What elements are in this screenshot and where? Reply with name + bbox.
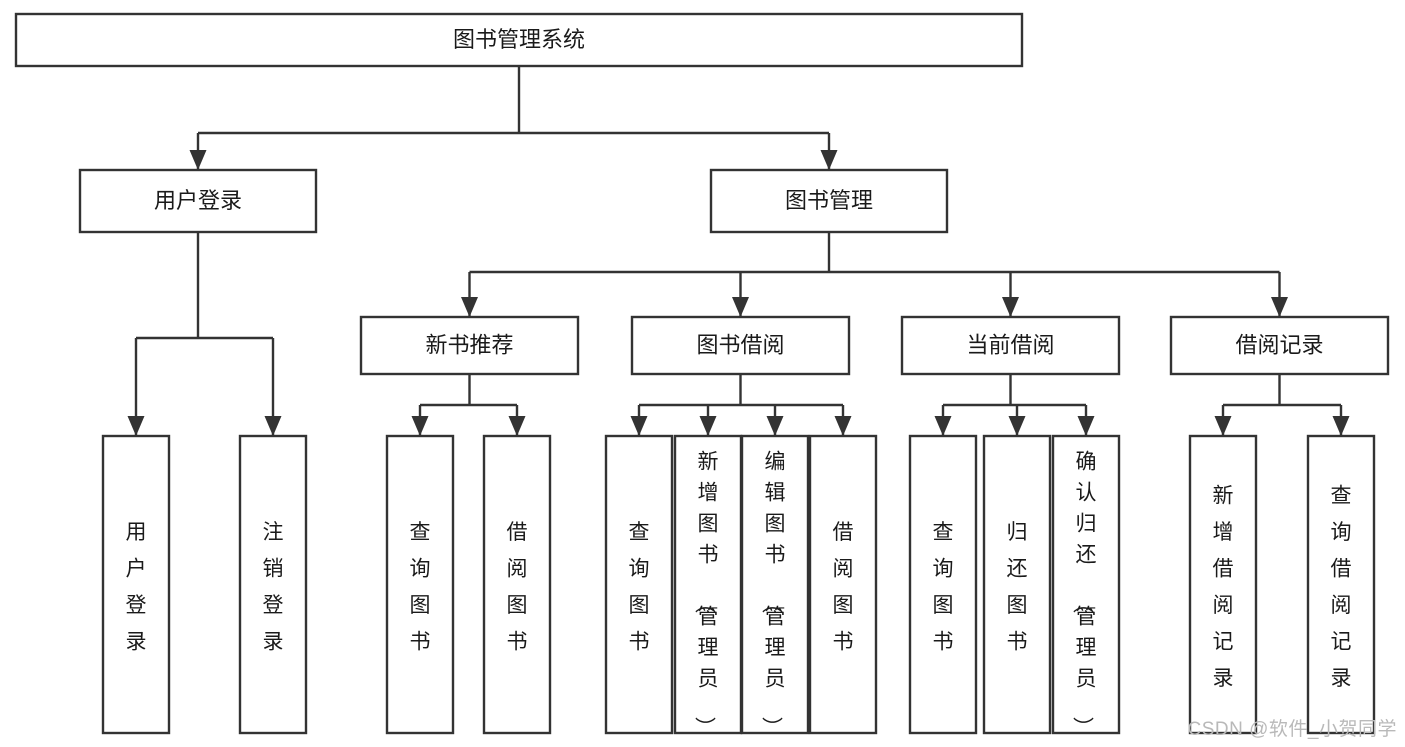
- node-leaf-edit-book[interactable]: 编辑图书（管理员）: [740, 434, 810, 738]
- node-box-leaf-return-book: [982, 434, 1052, 735]
- node-label-new-book-recommend: 新书推荐: [425, 332, 513, 357]
- node-box-borrow-records: [1169, 315, 1390, 376]
- node-box-current-borrow: [900, 315, 1121, 376]
- node-label-leaf-user-login: 用户登录: [126, 521, 147, 654]
- node-box-leaf-borrow-book: [808, 434, 878, 735]
- node-user-login[interactable]: 用户登录: [78, 168, 318, 234]
- arrow-head-icon: [630, 416, 648, 436]
- node-leaf-confirm-return[interactable]: 确认归还（管理员）: [1051, 434, 1121, 738]
- node-box-leaf-user-logout: [238, 434, 308, 735]
- arrow-head-icon: [411, 416, 429, 436]
- arrow-head-icon: [934, 416, 952, 436]
- node-label-leaf-edit-book: 编辑图书（管理员）: [760, 451, 786, 738]
- node-label-leaf-confirm-return: 确认归还（管理员）: [1071, 451, 1097, 738]
- node-label-leaf-borrow-book: 借阅图书: [833, 521, 854, 654]
- node-leaf-query-book-cur[interactable]: 查询图书: [908, 434, 978, 735]
- arrow-head-icon: [189, 150, 207, 170]
- node-box-user-login: [78, 168, 318, 234]
- node-leaf-borrow-book[interactable]: 借阅图书: [808, 434, 878, 735]
- node-box-leaf-add-record: [1188, 434, 1258, 735]
- node-borrow-records[interactable]: 借阅记录: [1169, 315, 1390, 376]
- node-label-leaf-add-record: 新增借阅记录: [1213, 485, 1234, 691]
- node-box-root: [14, 12, 1024, 68]
- node-label-book-management: 图书管理: [785, 188, 873, 213]
- arrow-head-icon: [820, 150, 838, 170]
- node-leaf-return-book[interactable]: 归还图书: [982, 434, 1052, 735]
- node-label-borrow-records: 借阅记录: [1235, 332, 1323, 357]
- node-leaf-query-book-borrow[interactable]: 查询图书: [604, 434, 674, 735]
- node-label-current-borrow: 当前借阅: [966, 332, 1054, 357]
- arrow-head-icon: [1214, 416, 1232, 436]
- node-label-leaf-add-book: 新增图书（管理员）: [693, 451, 719, 738]
- node-new-book-recommend[interactable]: 新书推荐: [359, 315, 580, 376]
- node-leaf-add-book[interactable]: 新增图书（管理员）: [673, 434, 743, 738]
- node-box-new-book-recommend: [359, 315, 580, 376]
- node-box-leaf-add-book: [673, 434, 743, 735]
- arrow-head-icon: [732, 297, 749, 317]
- node-leaf-borrow-book-rec[interactable]: 借阅图书: [482, 434, 552, 735]
- arrow-head-icon: [766, 416, 784, 436]
- node-current-borrow[interactable]: 当前借阅: [900, 315, 1121, 376]
- arrow-head-icon: [127, 416, 145, 436]
- connectors-layer: [127, 66, 1350, 436]
- node-box-leaf-query-book-rec: [385, 434, 455, 735]
- node-box-leaf-query-record: [1306, 434, 1376, 735]
- arrow-head-icon: [834, 416, 852, 436]
- node-label-leaf-borrow-book-rec: 借阅图书: [507, 521, 528, 654]
- node-box-leaf-confirm-return: [1051, 434, 1121, 735]
- node-leaf-add-record[interactable]: 新增借阅记录: [1188, 434, 1258, 735]
- node-box-leaf-query-book-cur: [908, 434, 978, 735]
- node-label-leaf-query-book-borrow: 查询图书: [629, 521, 650, 654]
- node-box-leaf-user-login: [101, 434, 171, 735]
- node-box-book-borrow: [630, 315, 851, 376]
- node-leaf-user-logout[interactable]: 注销登录: [238, 434, 308, 735]
- node-box-leaf-borrow-book-rec: [482, 434, 552, 735]
- arrow-head-icon: [508, 416, 526, 436]
- node-box-leaf-query-book-borrow: [604, 434, 674, 735]
- node-root[interactable]: 图书管理系统: [14, 12, 1024, 68]
- node-label-leaf-user-logout: 注销登录: [263, 521, 284, 654]
- node-box-book-management: [709, 168, 949, 234]
- node-leaf-user-login[interactable]: 用户登录: [101, 434, 171, 735]
- node-book-borrow[interactable]: 图书借阅: [630, 315, 851, 376]
- node-label-root: 图书管理系统: [453, 27, 585, 52]
- node-box-leaf-edit-book: [740, 434, 810, 735]
- node-label-leaf-query-book-cur: 查询图书: [933, 521, 954, 654]
- arrow-head-icon: [1332, 416, 1350, 436]
- arrow-head-icon: [1008, 416, 1026, 436]
- arrow-head-icon: [1077, 416, 1095, 436]
- arrow-head-icon: [264, 416, 282, 436]
- node-book-management[interactable]: 图书管理: [709, 168, 949, 234]
- nodes-layer: 图书管理系统用户登录图书管理新书推荐图书借阅当前借阅借阅记录用户登录注销登录查询…: [14, 12, 1390, 738]
- node-label-leaf-query-record: 查询借阅记录: [1331, 485, 1352, 691]
- arrow-head-icon: [699, 416, 717, 436]
- arrow-head-icon: [1271, 297, 1288, 317]
- node-label-user-login: 用户登录: [154, 188, 242, 213]
- node-leaf-query-book-rec[interactable]: 查询图书: [385, 434, 455, 735]
- node-leaf-query-record[interactable]: 查询借阅记录: [1306, 434, 1376, 735]
- node-label-book-borrow: 图书借阅: [696, 332, 784, 357]
- node-label-leaf-return-book: 归还图书: [1007, 521, 1028, 654]
- arrow-head-icon: [461, 297, 478, 317]
- arrow-head-icon: [1002, 297, 1019, 317]
- node-label-leaf-query-book-rec: 查询图书: [410, 521, 431, 654]
